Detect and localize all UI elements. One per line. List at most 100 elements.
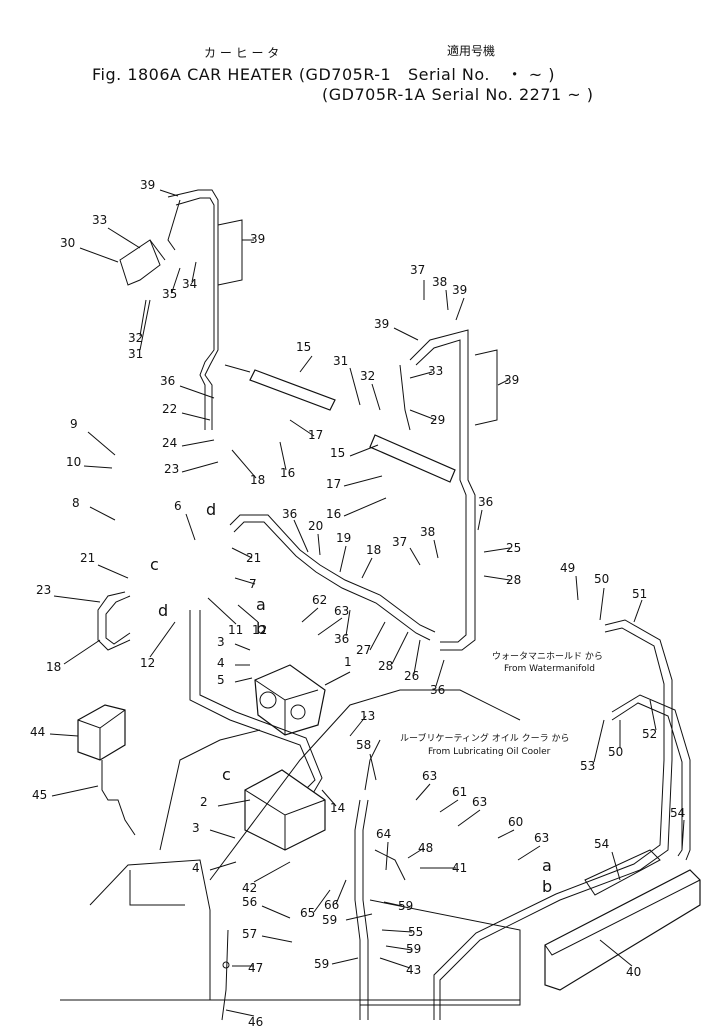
- leader-line-57-0: [261, 935, 293, 943]
- part-label-59: 59: [314, 957, 329, 971]
- leader-line-31-1: [349, 367, 361, 406]
- hose-18-loop: [97, 591, 131, 651]
- part-label-17: 17: [326, 477, 341, 491]
- leader-line-59-3: [331, 957, 359, 965]
- part-label-36: 36: [160, 374, 175, 388]
- leader-line-66-0: [335, 879, 347, 905]
- leader-line-26-0: [413, 639, 421, 675]
- leader-line-18-2: [361, 557, 373, 579]
- leader-line-33-1: [409, 371, 433, 379]
- part-label-63: 63: [422, 769, 437, 783]
- leader-line-58-0: [369, 753, 377, 781]
- part-callouts: 1233445678910111212131415151616171718181…: [30, 178, 685, 1028]
- part-label-36: 36: [282, 507, 297, 521]
- part-label-49: 49: [560, 561, 575, 575]
- part-label-39: 39: [504, 373, 519, 387]
- leader-line-17-0: [289, 419, 315, 437]
- leader-line-44-0: [49, 733, 79, 737]
- part-label-2: 2: [200, 795, 208, 809]
- leader-line-39-3: [393, 327, 419, 341]
- part-label-21: 21: [246, 551, 261, 565]
- part-label-37: 37: [410, 263, 425, 277]
- part-label-26: 26: [404, 669, 419, 683]
- part-label-15: 15: [296, 340, 311, 354]
- note-watermanifold-jp: ウォータマニホールド から: [492, 651, 603, 662]
- cab-floor-outline: [60, 689, 521, 1006]
- leader-line-59-0: [345, 913, 373, 921]
- part-label-15: 15: [330, 446, 345, 460]
- leader-line-37-1: [409, 547, 421, 566]
- part-label-39: 39: [250, 232, 265, 246]
- leader-line-12-0: [149, 621, 176, 658]
- part-label-17: 17: [308, 428, 323, 442]
- leader-line-16-1: [343, 497, 387, 517]
- part-label-54: 54: [594, 837, 609, 851]
- part-label-16: 16: [326, 507, 341, 521]
- figure-title: Fig. 1806A CAR HEATER (GD705R-1 Serial N…: [92, 65, 555, 84]
- heater-unit: [254, 664, 326, 736]
- leader-line-15-1: [349, 444, 379, 457]
- leader-line-56-0: [261, 905, 291, 919]
- leader-line-42-0: [253, 861, 291, 883]
- part-label-9: 9: [70, 417, 78, 431]
- leader-line-65-0: [313, 889, 331, 913]
- leader-line-24-0: [181, 439, 215, 447]
- hose-assembly-middle: [229, 514, 436, 641]
- pipes-51-52-54: [433, 619, 691, 1020]
- bracket-30: [119, 239, 166, 286]
- part-label-45: 45: [32, 788, 47, 802]
- part-label-55: 55: [408, 925, 423, 939]
- part-label-57: 57: [242, 927, 257, 941]
- leader-line-18-1: [63, 639, 101, 665]
- leader-line-60-0: [497, 829, 515, 839]
- letter-d-left: d: [158, 601, 168, 620]
- leader-line-59-1: [383, 901, 403, 907]
- part-label-28: 28: [506, 573, 521, 587]
- wire-46-47: [221, 929, 230, 1021]
- leader-line-15-0: [299, 355, 313, 373]
- leader-line-14-0: [321, 789, 337, 807]
- leader-line-46-0: [225, 1009, 255, 1017]
- leader-line-28-0: [483, 575, 511, 581]
- letter-c-left: c: [150, 555, 159, 574]
- part-label-31: 31: [333, 354, 348, 368]
- part-label-5: 5: [217, 673, 225, 687]
- leader-line-27-0: [369, 621, 386, 651]
- leader-line-4-0: [209, 861, 237, 871]
- part-label-33: 33: [428, 364, 443, 378]
- part-label-20: 20: [308, 519, 323, 533]
- leader-line-3-0: [209, 829, 236, 839]
- part-label-8: 8: [72, 496, 80, 510]
- part-label-11: 11: [228, 623, 243, 637]
- part-label-32: 32: [360, 369, 375, 383]
- part-label-62: 62: [312, 593, 327, 607]
- heater-tube-upper: [224, 364, 336, 411]
- leader-line-43-0: [379, 957, 411, 969]
- part-label-3: 3: [192, 821, 200, 835]
- part-label-39: 39: [140, 178, 155, 192]
- leader-line-64-0: [385, 841, 389, 871]
- hose-14: [189, 610, 323, 796]
- leader-line-2-0: [217, 799, 251, 807]
- leader-line-19-0: [339, 545, 347, 573]
- part-label-40: 40: [626, 965, 641, 979]
- part-label-59: 59: [398, 899, 413, 913]
- leader-line-29-0: [409, 409, 437, 421]
- part-label-29: 29: [430, 413, 445, 427]
- letter-a-right: a: [542, 856, 552, 875]
- letter-d-top: d: [206, 500, 216, 519]
- leader-line-25-0: [483, 547, 511, 553]
- leader-line-33-0: [107, 227, 141, 249]
- leader-line-9-0: [87, 431, 116, 456]
- leader-line-36-0: [179, 385, 215, 399]
- leader-line-38-0: [445, 289, 449, 311]
- part-label-58: 58: [356, 738, 371, 752]
- part-label-6: 6: [174, 499, 182, 513]
- part-label-37: 37: [392, 535, 407, 549]
- leader-line-45-0: [51, 785, 99, 797]
- part-label-21: 21: [80, 551, 95, 565]
- part-label-36: 36: [334, 632, 349, 646]
- part-label-38: 38: [432, 275, 447, 289]
- part-label-7: 7: [249, 577, 257, 591]
